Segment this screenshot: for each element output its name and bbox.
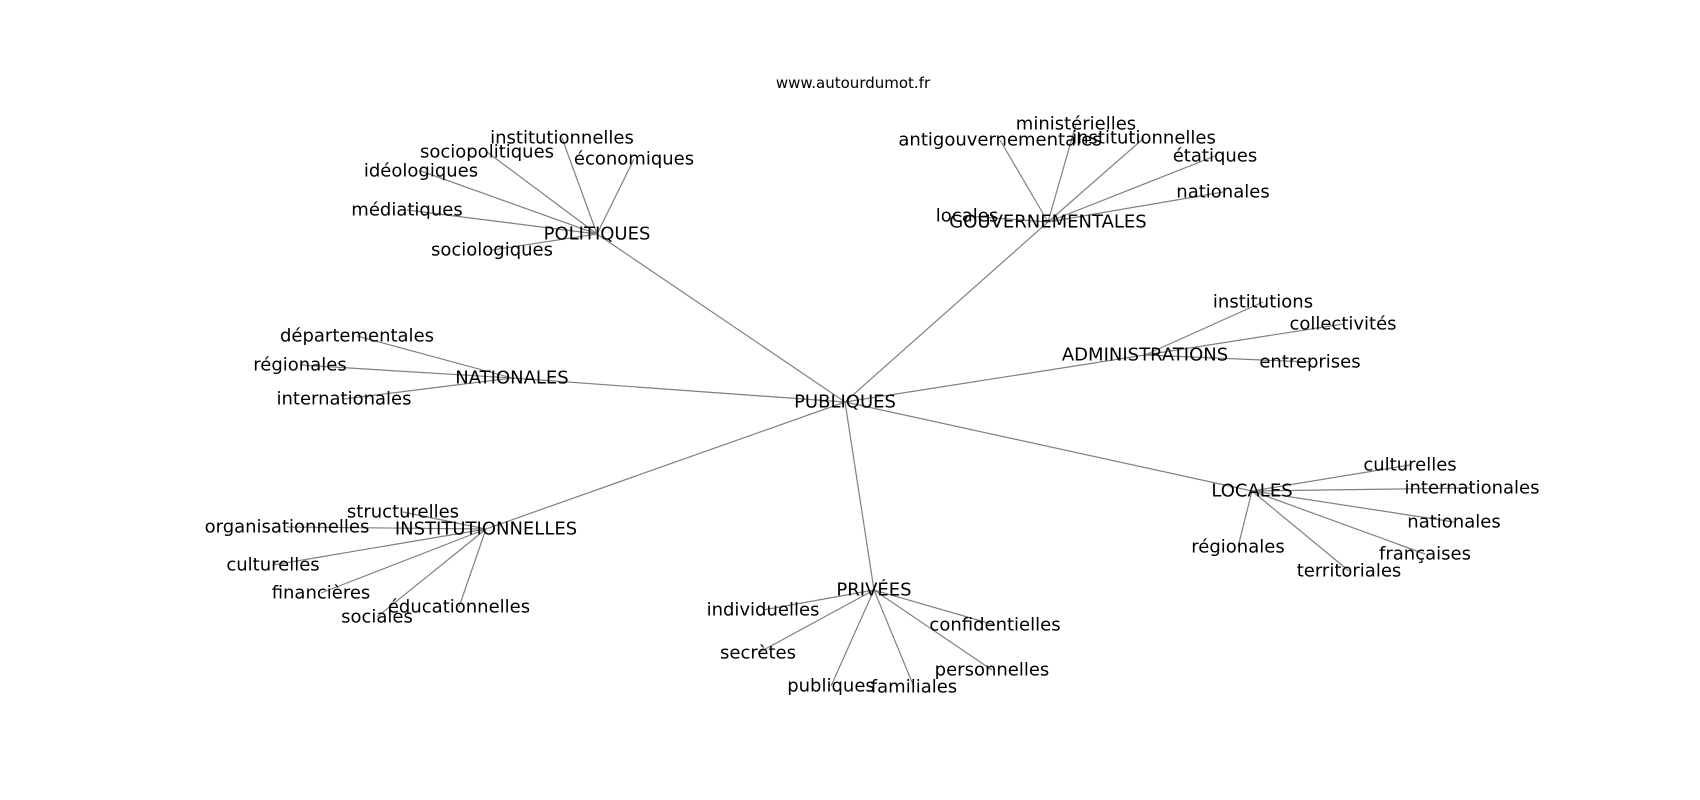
hub-node-locales[interactable]: LOCALES — [1211, 481, 1292, 502]
leaf-node-locales-internationales[interactable]: internationales — [1404, 478, 1539, 499]
hub-node-administrations[interactable]: ADMINISTRATIONS — [1062, 345, 1228, 366]
edge-center-locales — [844, 401, 1253, 492]
hub-node-politiques[interactable]: POLITIQUES — [544, 224, 651, 245]
site-watermark: www.autourdumot.fr — [776, 74, 931, 92]
leaf-node-privees-secretes[interactable]: secrètes — [720, 643, 796, 664]
edge-politiques-sociologiques — [491, 233, 598, 251]
edge-politiques-economiques — [596, 158, 635, 235]
leaf-node-politiques-ideologiques[interactable]: idéologiques — [364, 161, 478, 182]
edge-privees-familiales — [873, 589, 915, 688]
edge-center-privees — [844, 401, 875, 591]
edge-gouvernementales-nationales — [1047, 191, 1224, 223]
hub-node-institutionnelles[interactable]: INSTITUTIONNELLES — [395, 519, 577, 540]
label-layer: PUBLIQUESPOLITIQUESinstitutionnellessoci… — [205, 114, 1540, 698]
leaf-node-locales-nationales[interactable]: nationales — [1407, 512, 1500, 533]
leaf-node-administrations-entreprises[interactable]: entreprises — [1259, 352, 1360, 373]
leaf-node-locales-culturelles[interactable]: culturelles — [1363, 455, 1456, 476]
edge-locales-nationales — [1251, 490, 1455, 523]
edge-institutionnelles-educationnelles — [458, 528, 487, 608]
leaf-node-institutionnelles-culturelles[interactable]: culturelles — [226, 555, 319, 576]
leaf-node-gouvernementales-etatiques[interactable]: étatiques — [1173, 146, 1258, 167]
leaf-node-institutionnelles-financieres[interactable]: financières — [272, 583, 371, 604]
leaf-node-administrations-institutions[interactable]: institutions — [1213, 292, 1313, 313]
edge-locales-regionales — [1237, 490, 1253, 548]
edge-layer — [272, 123, 1473, 688]
edge-nationales-departementales — [356, 335, 513, 379]
edge-institutionnelles-financieres — [320, 528, 487, 594]
leaf-node-institutionnelles-organisationnelles[interactable]: organisationnelles — [205, 517, 370, 538]
edge-institutionnelles-organisationnelles — [286, 526, 487, 530]
center-node[interactable]: PUBLIQUES — [794, 392, 896, 413]
edge-gouvernementales-ministerielles — [1047, 123, 1077, 223]
leaf-node-locales-francaises[interactable]: françaises — [1379, 544, 1471, 565]
edge-privees-confidentielles — [873, 589, 996, 626]
edge-locales-culturelles — [1251, 464, 1411, 492]
edge-administrations-entreprises — [1144, 354, 1311, 363]
leaf-node-nationales-departementales[interactable]: départementales — [280, 326, 434, 347]
leaf-node-gouvernementales-ministerielles[interactable]: ministérielles — [1016, 114, 1136, 135]
edge-politiques-institutionnelles — [561, 137, 598, 235]
edge-privees-individuelles — [762, 589, 875, 611]
leaf-node-gouvernementales-nationales[interactable]: nationales — [1176, 182, 1269, 203]
leaf-node-institutionnelles-educationnelles[interactable]: éducationnelles — [388, 597, 530, 618]
edge-center-nationales — [511, 377, 846, 403]
leaf-node-nationales-regionales[interactable]: régionales — [253, 355, 346, 376]
edge-politiques-ideologiques — [420, 170, 598, 235]
hub-node-nationales[interactable]: NATIONALES — [455, 368, 568, 389]
edge-gouvernementales-locales — [966, 215, 1049, 223]
leaf-node-gouvernementales-locales[interactable]: locales — [936, 206, 998, 227]
edge-nationales-regionales — [299, 364, 513, 379]
leaf-node-privees-confidentielles[interactable]: confidentielles — [929, 615, 1060, 636]
leaf-node-privees-publiques[interactable]: publiques — [787, 676, 875, 697]
leaf-node-nationales-internationales[interactable]: internationales — [276, 389, 411, 410]
edge-administrations-collectivites — [1144, 323, 1344, 356]
edge-institutionnelles-culturelles — [272, 528, 487, 566]
hub-node-gouvernementales[interactable]: GOUVERNEMENTALES — [949, 212, 1146, 233]
edge-center-gouvernementales — [844, 221, 1049, 403]
leaf-node-locales-regionales[interactable]: régionales — [1191, 537, 1284, 558]
leaf-node-institutionnelles-sociales[interactable]: sociales — [341, 607, 413, 628]
edge-locales-territoriales — [1251, 490, 1350, 572]
leaf-node-gouvernementales-antigouvernementales[interactable]: antigouvernementales — [898, 130, 1101, 151]
leaf-node-institutionnelles-structurelles[interactable]: structurelles — [347, 502, 459, 523]
edge-privees-secretes — [757, 589, 875, 654]
edge-politiques-sociopolitiques — [486, 151, 598, 235]
leaf-node-privees-individuelles[interactable]: individuelles — [707, 600, 820, 621]
leaf-node-privees-familiales[interactable]: familiales — [871, 677, 957, 698]
edge-gouvernementales-etatiques — [1047, 155, 1216, 223]
edge-privees-personnelles — [873, 589, 993, 671]
edge-locales-internationales — [1251, 487, 1473, 492]
leaf-node-politiques-economiques[interactable]: économiques — [574, 149, 694, 170]
edge-gouvernementales-institutionnelles — [1047, 137, 1145, 223]
leaf-node-locales-territoriales[interactable]: territoriales — [1297, 561, 1402, 582]
edge-center-administrations — [844, 354, 1146, 403]
leaf-node-gouvernementales-institutionnelles[interactable]: institutionnelles — [1072, 128, 1216, 149]
leaf-node-politiques-sociologiques[interactable]: sociologiques — [431, 240, 553, 261]
edge-locales-francaises — [1251, 490, 1426, 555]
edge-administrations-institutions — [1144, 301, 1264, 356]
leaf-node-privees-personnelles[interactable]: personnelles — [935, 660, 1050, 681]
leaf-node-politiques-mediatiques[interactable]: médiatiques — [351, 200, 462, 221]
edge-institutionnelles-structurelles — [402, 511, 487, 530]
leaf-node-politiques-sociopolitiques[interactable]: sociopolitiques — [420, 142, 554, 163]
hub-node-privees[interactable]: PRIVÉES — [836, 579, 911, 601]
leaf-node-politiques-institutionnelles[interactable]: institutionnelles — [490, 128, 634, 149]
edge-privees-publiques — [830, 589, 875, 687]
edge-center-politiques — [596, 233, 846, 403]
edge-center-institutionnelles — [485, 401, 846, 530]
edge-gouvernementales-antigouvernementales — [999, 139, 1049, 223]
leaf-node-administrations-collectivites[interactable]: collectivités — [1289, 314, 1396, 335]
edge-nationales-internationales — [343, 377, 513, 400]
edge-politiques-mediatiques — [406, 209, 598, 235]
edge-institutionnelles-sociales — [376, 528, 487, 618]
